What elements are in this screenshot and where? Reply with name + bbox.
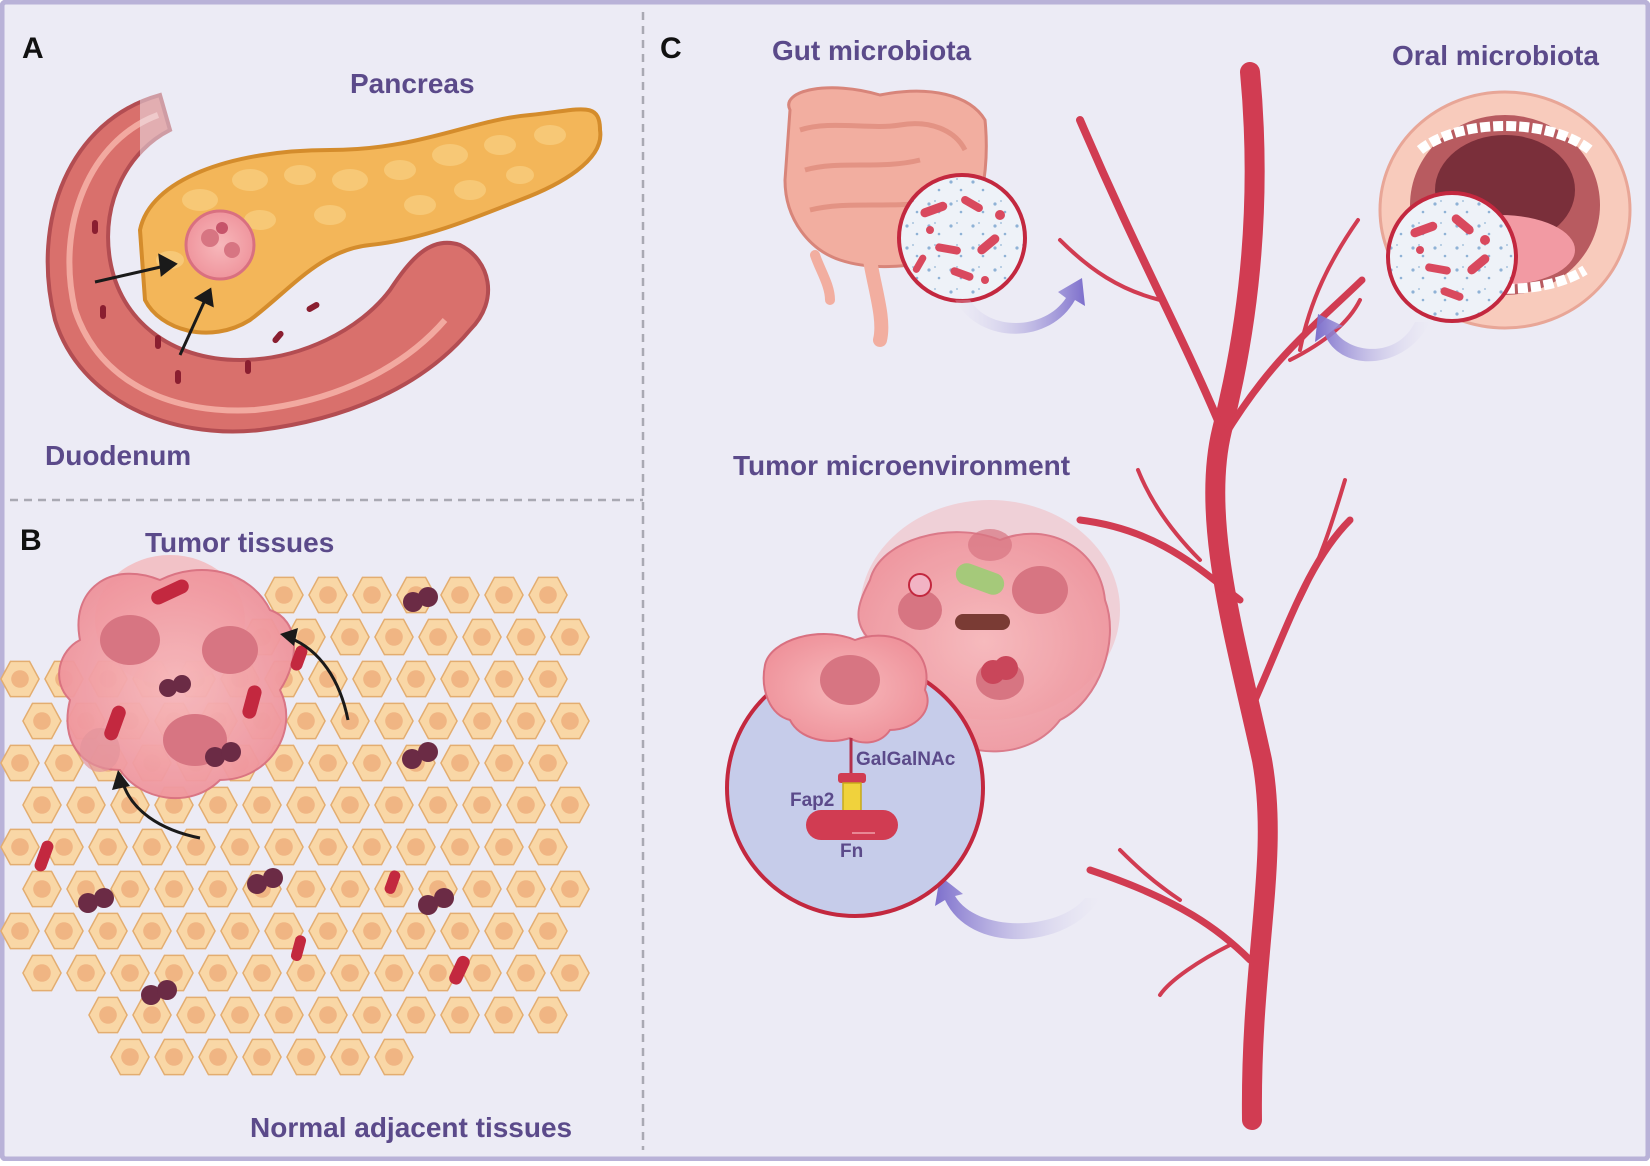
oral-bacteria-magnified bbox=[1386, 191, 1518, 323]
oral-translocation-arrow bbox=[1315, 314, 1430, 362]
panel-c-letter: C bbox=[660, 32, 682, 65]
tumor-tissues-label: Tumor tissues bbox=[145, 527, 334, 558]
gut-bacteria-magnified bbox=[897, 173, 1027, 303]
panel-b-arrows bbox=[120, 636, 350, 840]
pancreas-label: Pancreas bbox=[350, 68, 475, 99]
fap2-galgalnac-zoom bbox=[725, 633, 985, 918]
duodenum-fade-top bbox=[140, 90, 180, 170]
fn-label: Fn bbox=[840, 841, 863, 862]
duodenum-mucosa bbox=[66, 112, 448, 414]
duodenum-bacteria bbox=[92, 220, 320, 384]
panel-b-bacteria bbox=[34, 579, 470, 1005]
galgalnac-label: GalGalNAc bbox=[856, 749, 956, 770]
oral-microbiota-label: Oral microbiota bbox=[1392, 40, 1599, 71]
fap2-label: Fap2 bbox=[790, 790, 834, 811]
tumor-microenvironment-label: Tumor microenvironment bbox=[733, 450, 1070, 481]
panel-b: B Tumor tissues Normal adjacent tissues bbox=[0, 524, 590, 1143]
panel-b-letter: B bbox=[20, 524, 42, 557]
pancreatic-tumor bbox=[184, 209, 256, 281]
panel-c: C Gut microbiota Oral microbiota Tumor m… bbox=[660, 32, 1632, 1130]
panel-a-letter: A bbox=[22, 32, 44, 65]
panel-a: A Pancreas Duodenum bbox=[22, 32, 603, 471]
gut-microbiota-label: Gut microbiota bbox=[772, 35, 972, 66]
duodenum-label: Duodenum bbox=[45, 440, 191, 471]
gut-translocation-arrow bbox=[955, 278, 1085, 334]
pancreas-illustration bbox=[137, 107, 603, 335]
translocation-arrows bbox=[94, 253, 214, 356]
normal-adjacent-tissues-label: Normal adjacent tissues bbox=[250, 1112, 572, 1143]
blood-vessel bbox=[1058, 62, 1366, 1130]
tme-translocation-arrow bbox=[935, 876, 1100, 940]
